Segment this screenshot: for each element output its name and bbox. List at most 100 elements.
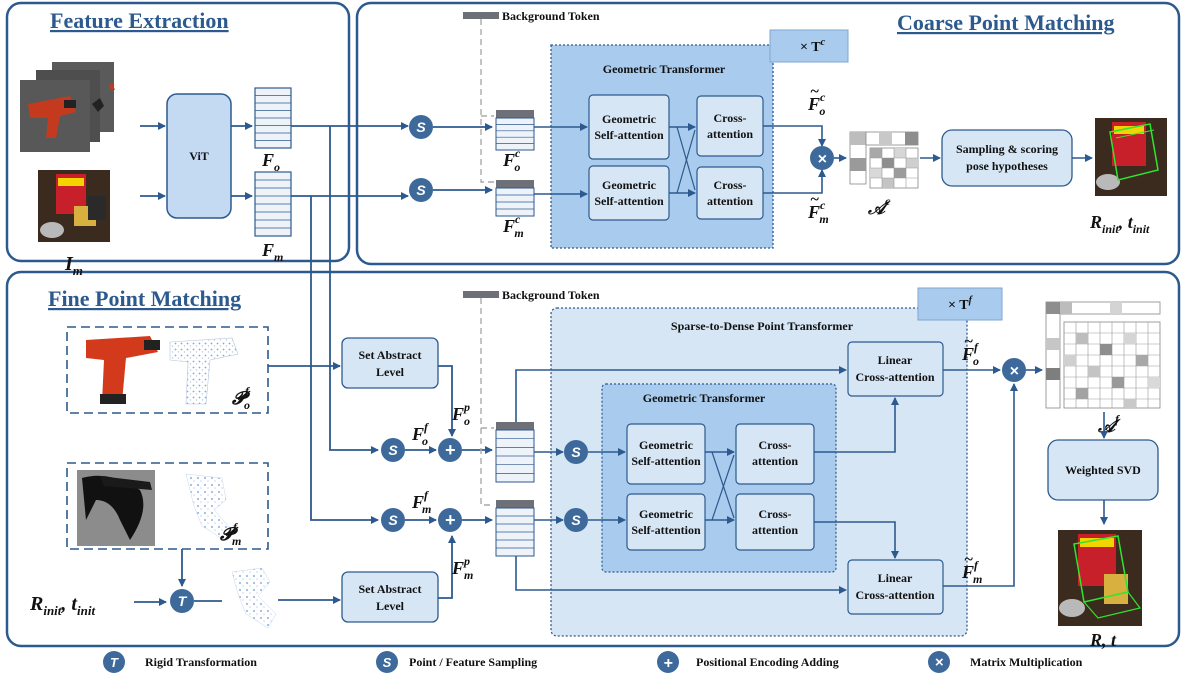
- svg-text:Self-attention: Self-attention: [594, 194, 664, 208]
- repeat-Tc-label: × Tc: [800, 37, 826, 55]
- title-feature-extraction: Feature Extraction: [50, 8, 229, 33]
- svg-text:Level: Level: [376, 599, 405, 613]
- coarse-stack-Fo: [495, 110, 535, 151]
- svg-text:Cross-: Cross-: [758, 507, 791, 521]
- geo-self-attn-fine-bottom: Geometric Self-attention: [626, 493, 706, 551]
- set-abstract-level-o: Set Abstract Level: [341, 337, 439, 389]
- label-R-t-init-fine: Rinit, tinit: [29, 593, 95, 618]
- svg-text:Geometric: Geometric: [639, 507, 694, 521]
- background-token-coarse-label: Background Token: [502, 9, 600, 23]
- tilde-m-c: ~: [810, 191, 819, 208]
- svg-text:×: ×: [817, 151, 826, 168]
- sparse-to-dense-label: Sparse-to-Dense Point Transformer: [671, 319, 854, 333]
- vit-block: [166, 93, 232, 219]
- svg-text:S: S: [571, 444, 581, 460]
- depth-image: [77, 470, 155, 546]
- object-point-cloud: [169, 337, 239, 405]
- svg-text:Linear: Linear: [878, 571, 913, 585]
- svg-text:attention: attention: [707, 127, 753, 141]
- svg-text:Self-attention: Self-attention: [594, 128, 664, 142]
- label-A-c: 𝒜c: [867, 194, 891, 218]
- svg-text:attention: attention: [707, 194, 753, 208]
- background-token-fine: [463, 291, 499, 298]
- background-token-coarse-dash: [480, 19, 494, 183]
- vit-label: ViT: [189, 149, 209, 163]
- fine-stack-o: [495, 422, 535, 483]
- svg-text:Cross-: Cross-: [758, 438, 791, 452]
- sample-circle-fine-inner-o: S: [564, 440, 588, 464]
- drill-image: [86, 336, 160, 404]
- label-F-o: Fo: [261, 150, 280, 174]
- sample-circle-fine-o: S: [381, 438, 405, 462]
- svg-text:Geometric: Geometric: [602, 178, 657, 192]
- title-fine-point-matching: Fine Point Matching: [48, 286, 241, 311]
- legend-sample: S Point / Feature Sampling: [376, 651, 537, 673]
- label-A-f: 𝒜f: [1097, 412, 1121, 436]
- svg-text:S: S: [571, 512, 581, 528]
- weighted-svd-block: Weighted SVD: [1047, 439, 1159, 501]
- svg-text:Cross-attention: Cross-attention: [855, 588, 934, 602]
- mult-circle-fine: ×: [1002, 358, 1026, 382]
- svg-text:Set Abstract: Set Abstract: [359, 348, 422, 362]
- geo-self-attn-fine-top: Geometric Self-attention: [626, 423, 706, 485]
- fine-matching-frame: [5, 270, 1181, 648]
- tilde-o-c: ~: [810, 83, 819, 100]
- coarse-matching-frame: [355, 1, 1181, 266]
- svg-text:attention: attention: [752, 454, 798, 468]
- svg-text:Self-attention: Self-attention: [631, 454, 701, 468]
- geometric-transformer-fine-label: Geometric Transformer: [643, 391, 766, 405]
- svg-text:S: S: [388, 512, 398, 528]
- label-R-t-init-coarse: Rinit, tinit: [1089, 212, 1150, 236]
- svg-text:Linear: Linear: [878, 353, 913, 367]
- sample-circle-fine-m: S: [381, 508, 405, 532]
- label-F-m: Fm: [261, 240, 283, 264]
- geo-self-attn-coarse-top: Geometric Self-attention: [588, 94, 670, 160]
- svg-text:Point / Feature Sampling: Point / Feature Sampling: [409, 655, 537, 669]
- label-I-m: Im: [64, 253, 83, 278]
- svg-text:Positional Encoding Adding: Positional Encoding Adding: [696, 655, 839, 669]
- background-token-fine-label: Background Token: [502, 288, 600, 302]
- svg-text:Level: Level: [376, 365, 405, 379]
- svg-text:pose hypotheses: pose hypotheses: [966, 159, 1048, 173]
- svg-text:Rigid Transformation: Rigid Transformation: [145, 655, 257, 669]
- tilde-m-f: ~: [964, 551, 973, 568]
- label-R-t-final: R, t: [1089, 630, 1117, 650]
- assignment-matrix-fine: [1045, 301, 1161, 409]
- svg-text:Geometric: Geometric: [602, 112, 657, 126]
- repeat-Tf-badge: [917, 287, 1003, 321]
- repeat-Tc-badge: [769, 29, 849, 63]
- svg-text:T: T: [178, 593, 188, 609]
- legend: T Rigid Transformation S Point / Feature…: [103, 651, 1083, 673]
- svg-text:T: T: [110, 655, 119, 670]
- fine-stack-m: [495, 500, 535, 557]
- cross-attn-fine-top: Cross- attention: [735, 423, 815, 485]
- line-Fo-down-to-fine: [329, 126, 379, 454]
- geo-self-attn-coarse-bottom: Geometric Self-attention: [588, 165, 670, 221]
- svg-text:+: +: [663, 655, 672, 672]
- assignment-matrix-coarse: [849, 131, 919, 189]
- object-pointcloud-box: [66, 326, 269, 414]
- svg-text:S: S: [388, 442, 398, 458]
- svg-text:Weighted SVD: Weighted SVD: [1065, 463, 1141, 477]
- svg-text:attention: attention: [752, 523, 798, 537]
- transform-circle: T: [170, 589, 194, 613]
- cross-attn-coarse-bottom: Cross- attention: [696, 166, 764, 220]
- transformed-point-cloud: [231, 567, 277, 629]
- repeat-Tf-label: × Tf: [948, 295, 974, 313]
- svg-text:Sampling & scoring: Sampling & scoring: [956, 142, 1058, 156]
- svg-text:+: +: [445, 440, 456, 460]
- sample-circle-coarse-o: S: [409, 115, 433, 139]
- feature-stack-Fm: [254, 171, 292, 237]
- geometric-transformer-coarse-label: Geometric Transformer: [603, 62, 726, 76]
